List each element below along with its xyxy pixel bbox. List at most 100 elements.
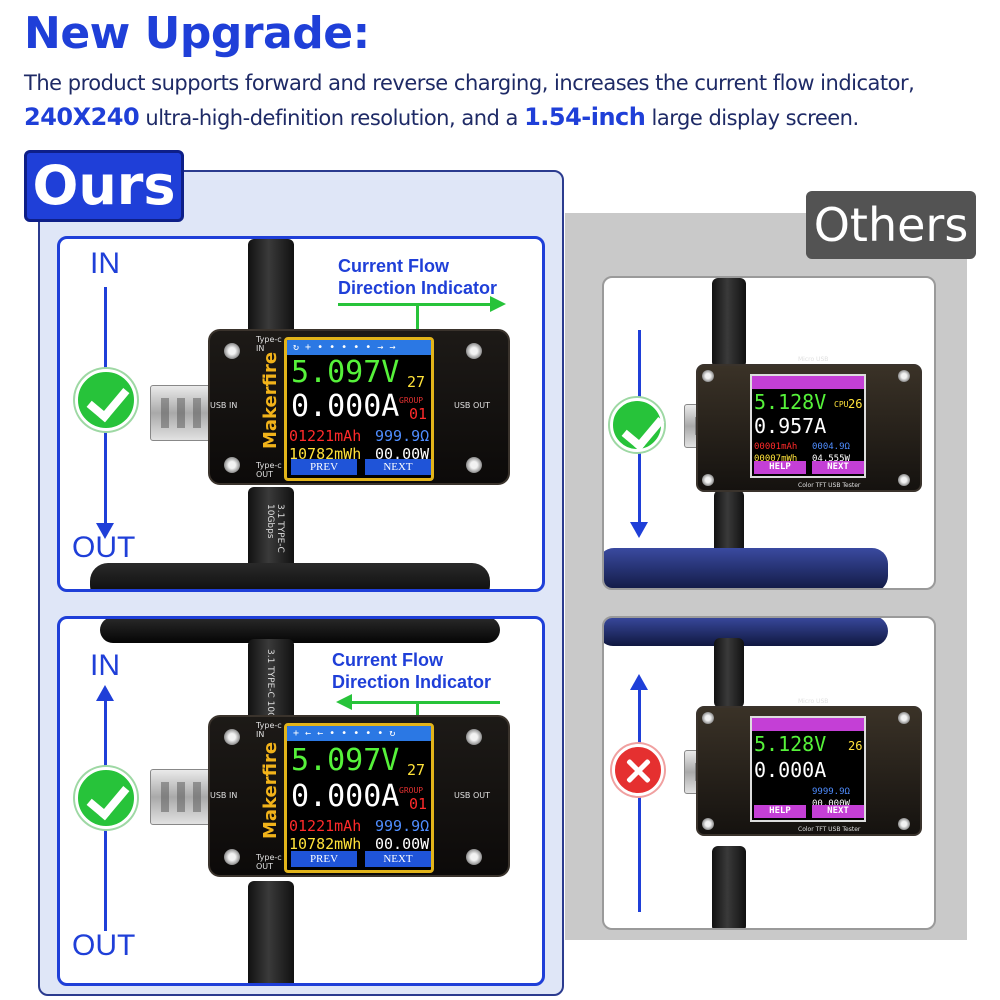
usb-in-label: USB IN xyxy=(210,401,238,410)
current-reading: 0.957A xyxy=(754,414,827,438)
group-label: GROUP xyxy=(399,396,424,405)
number-reading: 27 xyxy=(407,761,426,779)
screw xyxy=(702,474,714,486)
micro-usb-cable xyxy=(712,846,746,928)
screw xyxy=(466,729,482,745)
screw xyxy=(898,818,910,830)
desc-line2b: large display screen. xyxy=(645,106,860,130)
cpu-value: 26 xyxy=(848,739,863,753)
usb-c-cable-top xyxy=(248,239,294,339)
next-button[interactable]: NEXT xyxy=(812,461,864,474)
mah-reading: 01221mAh xyxy=(289,817,362,835)
phone xyxy=(100,619,500,643)
usb-c-cable-top xyxy=(248,639,294,729)
flow-indicator-bar: + ← ← • • • • • ↻ xyxy=(287,726,431,741)
phone xyxy=(604,618,888,646)
in-label: IN xyxy=(90,247,120,280)
mwh-reading: 10782mWh xyxy=(289,835,362,853)
group-value: 01 xyxy=(409,795,428,813)
desc-line2a: ultra-high-definition resolution, and a xyxy=(139,106,525,130)
ours-reverse-card: IN OUT 3.1 TYPE-C 10Gbps Current Flow Di… xyxy=(57,616,545,986)
others-screen: 5.128V 26 0.000A 9999.9Ω 00.000W HELP NE… xyxy=(750,716,866,822)
cpu-value: 26 xyxy=(848,397,863,411)
screw xyxy=(224,457,240,473)
arrow-up-icon xyxy=(630,674,648,690)
cfl-pointer xyxy=(416,303,419,343)
next-button[interactable]: NEXT xyxy=(365,851,431,867)
current-reading: 0.000A xyxy=(291,779,400,814)
status-bar xyxy=(752,376,864,389)
screw xyxy=(224,849,240,865)
voltage-reading: 5.097V xyxy=(291,743,400,778)
usb-c-cable xyxy=(714,638,744,708)
desc-line1: The product supports forward and reverse… xyxy=(24,71,915,95)
cfl-line1: Current Flow xyxy=(332,650,443,670)
cfl-label: Current Flow Direction Indicator xyxy=(332,649,491,693)
device-screen: ↻ + • • • • • → → 5.097V 27 0.000A GROUP… xyxy=(284,337,434,481)
screw xyxy=(702,712,714,724)
next-button[interactable]: NEXT xyxy=(365,459,431,475)
arrow-right-icon xyxy=(490,296,506,312)
screw xyxy=(224,343,240,359)
watt-reading: 00.000W xyxy=(812,799,850,809)
phone xyxy=(604,548,888,588)
screw xyxy=(702,818,714,830)
usb-tester-device: Type-c IN Type-c OUT USB IN USB OUT Make… xyxy=(208,715,510,877)
others-tester-device: Micro USB Color TFT USB Tester 5.128V 26… xyxy=(696,698,922,836)
check-icon xyxy=(75,369,137,431)
prev-button[interactable]: PREV xyxy=(291,459,357,475)
typec-out-label: Type-c OUT xyxy=(256,853,282,871)
help-button[interactable]: HELP xyxy=(754,461,806,474)
screw xyxy=(702,370,714,382)
cable-label: 3.1 TYPE-C 10Gbps xyxy=(265,504,285,553)
arrow-down-icon xyxy=(630,522,648,538)
mah-reading: 01221mAh xyxy=(289,427,362,445)
ohm-reading: 999.9Ω xyxy=(375,817,430,835)
description: The product supports forward and reverse… xyxy=(24,66,984,135)
check-icon xyxy=(75,767,137,829)
watt-reading: 00.00W xyxy=(375,835,430,853)
screw xyxy=(898,474,910,486)
others-screen: 5.128V CPU 26 0.957A 00001mAh 0004.9Ω 00… xyxy=(750,374,866,478)
usb-c-cable-bottom xyxy=(248,881,294,983)
help-button[interactable]: HELP xyxy=(754,805,806,818)
ours-tag: Ours xyxy=(24,150,184,222)
group-label: GROUP xyxy=(399,786,424,795)
mwh-reading: 10782mWh xyxy=(289,445,362,463)
typec-out-label: Type-c OUT xyxy=(256,461,282,479)
in-label: IN xyxy=(90,649,120,682)
cfl-line2: Direction Indicator xyxy=(332,672,492,692)
cfl-label: Current Flow Direction Indicator xyxy=(338,255,497,299)
screw xyxy=(466,457,482,473)
cable-label: 3.1 TYPE-C 10Gbps xyxy=(265,649,275,736)
screw xyxy=(898,370,910,382)
brand-logo: Makerfire xyxy=(260,351,281,449)
desc-screen-size: 1.54-inch xyxy=(524,103,646,131)
flow-line xyxy=(638,688,641,912)
ohm-reading: 0004.9Ω xyxy=(812,442,850,452)
number-reading: 27 xyxy=(407,373,426,391)
ohm-reading: 9999.9Ω xyxy=(812,787,850,797)
flow-indicator-bar: ↻ + • • • • • → → xyxy=(287,340,431,355)
usb-out-label: USB OUT xyxy=(454,401,491,410)
micro-usb-cable xyxy=(712,278,746,368)
watt-reading: 00.00W xyxy=(375,445,430,463)
ours-forward-card: IN OUT 3.1 TYPE-C 10Gbps Current Flow Di… xyxy=(57,236,545,592)
group-value: 01 xyxy=(409,405,428,423)
prev-button[interactable]: PREV xyxy=(291,851,357,867)
voltage-reading: 5.128V xyxy=(754,390,827,414)
others-tag: Others xyxy=(806,191,976,259)
current-reading: 0.000A xyxy=(754,758,827,782)
cfl-underline xyxy=(338,303,492,306)
status-bar xyxy=(752,718,864,731)
screw xyxy=(466,849,482,865)
others-tester-device: Micro USB Color TFT USB Tester 5.128V CP… xyxy=(696,356,922,492)
cfl-line2: Direction Indicator xyxy=(338,278,498,298)
cross-icon xyxy=(612,744,664,796)
next-button[interactable]: NEXT xyxy=(812,805,864,818)
watt-reading: 04.555W xyxy=(812,454,850,464)
typec-in-label: Type-c IN xyxy=(256,721,282,739)
arrow-down-icon xyxy=(96,523,114,539)
usb-a-plug xyxy=(150,385,212,441)
cpu-label: CPU xyxy=(834,400,849,409)
